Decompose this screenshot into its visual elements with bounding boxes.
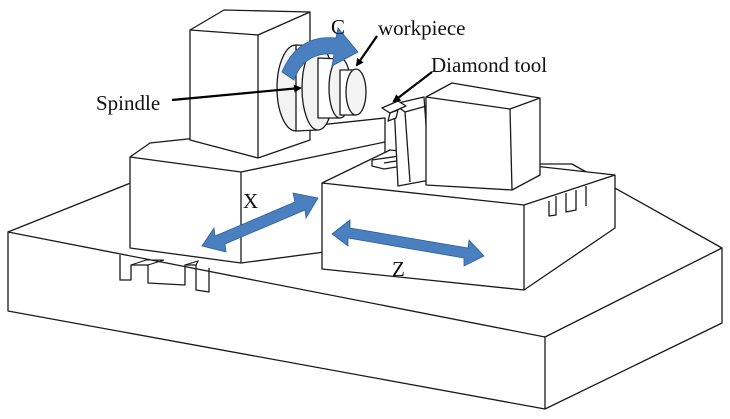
- spindle-label: Spindle: [96, 91, 160, 115]
- z-motion-arrow: [331, 219, 485, 267]
- tool-post: [393, 96, 431, 187]
- x-axis-label: X: [243, 189, 258, 213]
- workpiece-label: workpiece: [378, 16, 465, 40]
- spindle-pointer: [171, 84, 302, 102]
- c-axis-label: C: [331, 15, 345, 39]
- diamond-tool-label: Diamond tool: [431, 53, 547, 77]
- tool-pointer: [392, 71, 433, 103]
- c-rotation-arrow: [281, 27, 359, 81]
- tool-carriage: [425, 82, 541, 191]
- spindle-housing: [189, 9, 311, 159]
- diamond-tool: [381, 100, 407, 122]
- x-motion-arrow: [201, 192, 319, 253]
- x-slide: [129, 117, 386, 264]
- z-axis-label: Z: [392, 257, 405, 281]
- workpiece-pointer: [355, 35, 378, 67]
- workpiece: [339, 68, 367, 116]
